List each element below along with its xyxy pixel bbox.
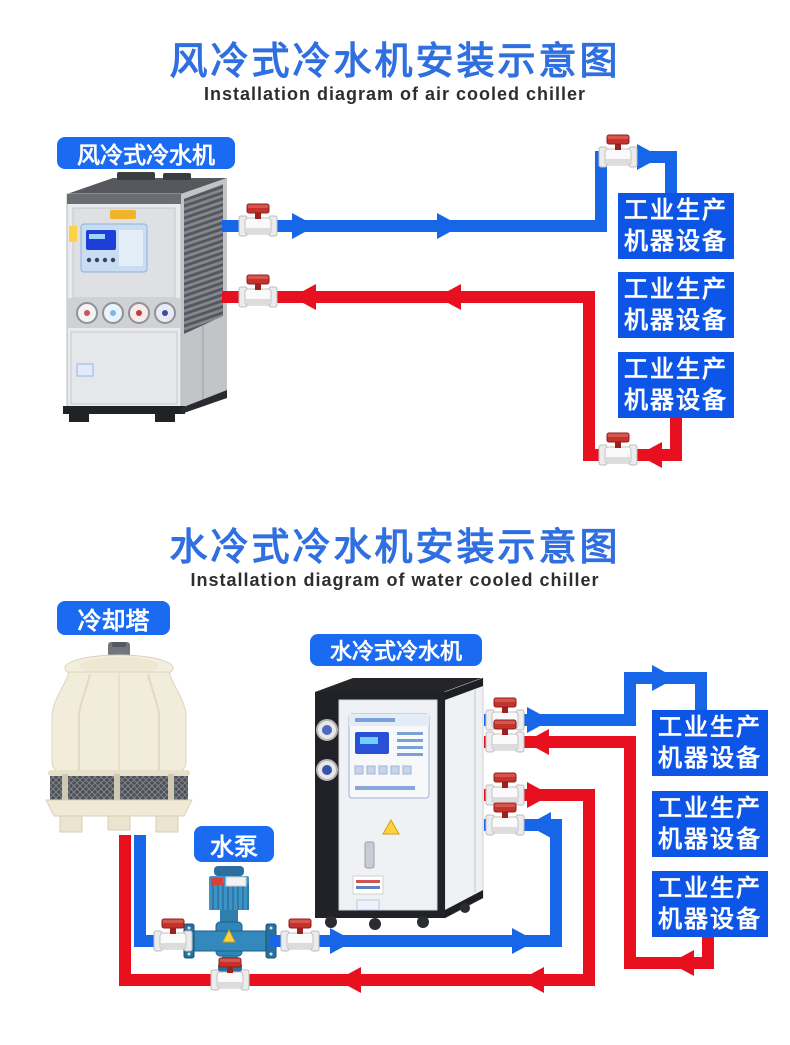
- equipment-box: 工业生产 机器设备: [652, 710, 768, 776]
- flow-arrow-icon: [638, 442, 662, 468]
- ball-valve-icon: [485, 802, 525, 836]
- warning-sticker: [382, 818, 400, 835]
- water-pump-label: 水泵: [194, 826, 274, 862]
- flow-arrow-icon: [330, 928, 354, 954]
- caster-wheel: [325, 916, 337, 928]
- equipment-box: 工业生产 机器设备: [652, 871, 768, 937]
- warning-sticker: [222, 928, 236, 943]
- flow-arrow-icon: [437, 213, 461, 239]
- ball-valve-icon: [210, 957, 250, 991]
- ball-valve-icon: [598, 432, 638, 466]
- equipment-box: 工业生产 机器设备: [652, 791, 768, 857]
- ball-valve-icon: [153, 918, 193, 952]
- flow-arrow-icon: [520, 967, 544, 993]
- equipment-box: 工业生产 机器设备: [618, 352, 734, 418]
- equipment-box-line: 工业生产: [658, 714, 762, 741]
- water-chiller-label: 水冷式冷水机: [310, 634, 482, 666]
- warning-sticker: [69, 226, 77, 242]
- air-cooled-chiller-illustration: [63, 172, 227, 422]
- equipment-box-line: 机器设备: [624, 228, 728, 255]
- tower-basin: [45, 799, 193, 817]
- equipment-box-line: 工业生产: [624, 197, 728, 224]
- cooling-tower-label: 冷却塔: [57, 601, 170, 635]
- chilled-water-return-pipe: [222, 291, 682, 461]
- flow-arrow-icon: [437, 284, 461, 310]
- flow-arrow-icon: [652, 665, 676, 691]
- equipment-box-line: 机器设备: [658, 906, 762, 933]
- equipment-box: 工业生产 机器设备: [618, 272, 734, 338]
- flow-arrow-icon: [527, 782, 551, 808]
- equipment-box-line: 工业生产: [658, 795, 762, 822]
- chilled-water-return-pipe: [484, 736, 714, 969]
- air-chiller-label: 风冷式冷水机: [57, 137, 235, 169]
- equipment-box-line: 机器设备: [658, 826, 762, 853]
- chiller-top: [67, 178, 227, 194]
- flow-arrow-icon: [292, 213, 316, 239]
- chilled-water-supply-pipe: [484, 672, 707, 726]
- water-cooled-chiller-illustration: [315, 677, 484, 930]
- flow-arrow-icon: [527, 812, 551, 838]
- ball-valve-icon: [485, 772, 525, 806]
- ball-valve-icon: [238, 203, 278, 237]
- ball-valve-icon: [238, 274, 278, 308]
- cooling-water-return-pipe: [119, 789, 595, 986]
- equipment-box-line: 机器设备: [624, 387, 728, 414]
- air-section-pipe-overlay: [222, 134, 682, 468]
- equipment-box: 工业生产 机器设备: [618, 193, 734, 259]
- caster-wheel: [369, 918, 381, 930]
- water-pump-illustration: [183, 866, 277, 978]
- pump-motor-fins: [209, 884, 249, 910]
- ball-valve-icon: [280, 918, 320, 952]
- condenser-louvers: [184, 184, 223, 334]
- caster-wheel: [460, 903, 470, 913]
- equipment-box-line: 工业生产: [624, 276, 728, 303]
- caster-wheel: [417, 916, 429, 928]
- water-section-pipe-overlay: [119, 665, 714, 993]
- flow-arrow-icon: [337, 967, 361, 993]
- water-section-title: 水冷式冷水机安装示意图: [169, 527, 621, 569]
- air-section-subtitle: Installation diagram of air cooled chill…: [203, 84, 587, 104]
- water-section-subtitle: Installation diagram of water cooled chi…: [190, 570, 600, 590]
- brand-logo: [110, 210, 136, 219]
- flow-arrow-icon: [670, 950, 694, 976]
- equipment-box-line: 机器设备: [658, 745, 762, 772]
- cooling-tower-illustration: [45, 642, 193, 833]
- equipment-box-line: 机器设备: [624, 307, 728, 334]
- flow-arrow-icon: [512, 928, 536, 954]
- chiller-base: [63, 406, 185, 414]
- flow-arrow-icon: [637, 144, 661, 170]
- equipment-box-line: 工业生产: [624, 356, 728, 383]
- flow-arrow-icon: [525, 729, 549, 755]
- cooling-water-supply-pipe: [270, 819, 562, 947]
- pump-motor-cap: [214, 866, 244, 876]
- equipment-box-line: 工业生产: [658, 875, 762, 902]
- air-section-title: 风冷式冷水机安装示意图: [169, 41, 621, 83]
- door-handle: [364, 841, 375, 869]
- flow-arrow-icon: [527, 707, 551, 733]
- flow-arrow-icon: [292, 284, 316, 310]
- ball-valve-icon: [598, 134, 638, 168]
- chiller-top: [315, 678, 483, 692]
